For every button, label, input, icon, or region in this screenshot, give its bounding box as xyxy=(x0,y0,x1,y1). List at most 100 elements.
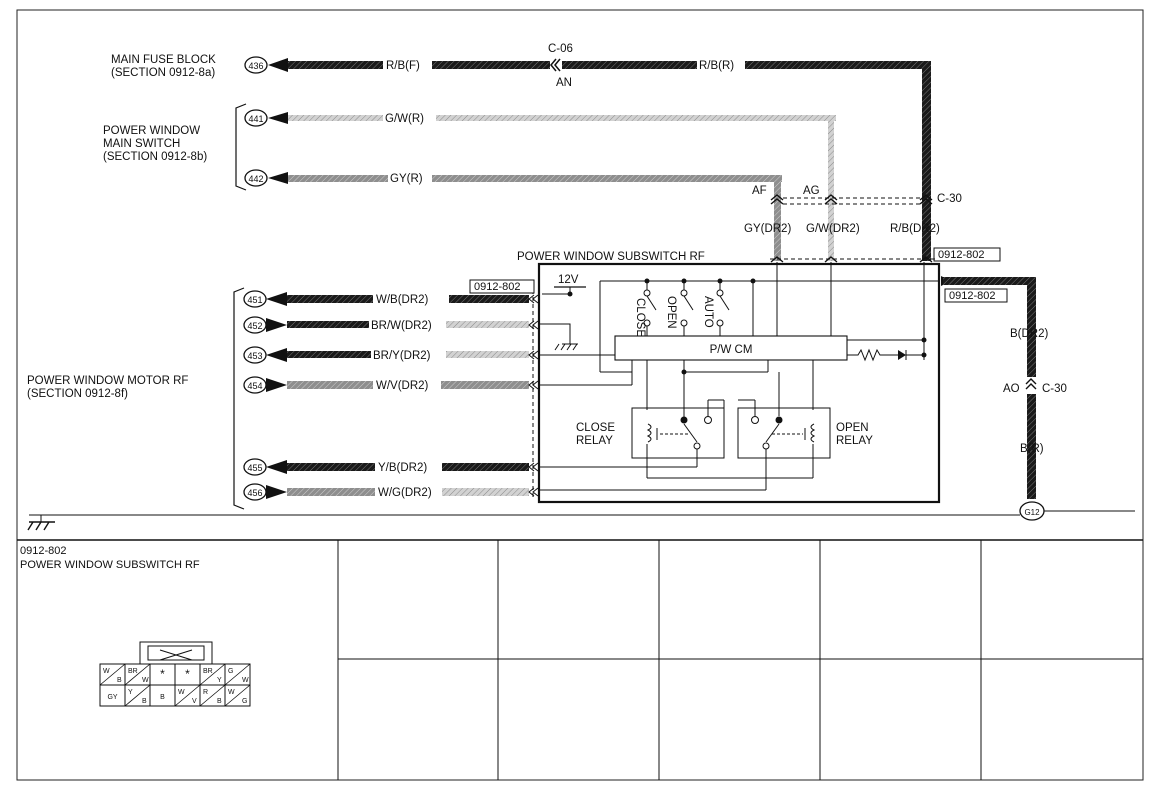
wire-gwr-seg1 xyxy=(288,115,383,121)
switch-auto-label: AUTO xyxy=(702,296,714,328)
wire-bdr2-vertical xyxy=(1027,277,1036,377)
wire-br-label: B(R) xyxy=(1020,443,1044,455)
main-switch-label-1: POWER WINDOW xyxy=(103,125,200,137)
connector-latch xyxy=(139,641,213,665)
switch-close-label: CLOSE xyxy=(634,298,646,337)
wire-gydr2-label: GY(DR2) xyxy=(744,223,791,235)
wire-wbdr2-label: W/B(DR2) xyxy=(376,294,429,306)
pin-456-icon xyxy=(528,487,539,497)
close-relay-contact-c xyxy=(693,442,701,450)
open-relay-label-2: RELAY xyxy=(836,435,873,447)
wire-brydr2-label: BR/Y(DR2) xyxy=(373,350,431,362)
wire-456-seg2 xyxy=(442,488,529,496)
connector-pin-divider xyxy=(199,663,226,686)
terminal-453-label: 453 xyxy=(247,351,262,361)
wire-ybdr2-label: Y/B(DR2) xyxy=(378,462,427,474)
wire-gwdr2-label: G/W(DR2) xyxy=(806,223,860,235)
wire-rbdr2-label: R/B(DR2) xyxy=(890,223,940,235)
wire-gyr-seg1 xyxy=(288,175,388,182)
connector-latch-x xyxy=(159,649,193,661)
internal-ground-wire xyxy=(540,323,571,344)
connector-pin-label: * xyxy=(160,667,165,681)
arrow-455-icon xyxy=(266,460,287,474)
pin-453-icon xyxy=(528,350,539,360)
relay-node xyxy=(681,369,687,375)
open-relay-contact-a xyxy=(775,416,783,424)
arrow-456-icon xyxy=(266,485,287,499)
connector-pin-divider xyxy=(99,663,126,686)
connector-tag-right-box xyxy=(944,288,1008,303)
resistor-icon xyxy=(847,348,890,362)
wire-451-seg2 xyxy=(449,295,529,303)
power-window-motor-group: POWER WINDOW MOTOR RF (SECTION 0912-8f) … xyxy=(27,279,539,510)
connector-pin-label: W xyxy=(228,689,235,696)
wire-gyr-label: GY(R) xyxy=(390,173,423,185)
connector-af-label: AF xyxy=(752,185,767,197)
terminal-436 xyxy=(244,56,268,74)
open-switch xyxy=(680,281,694,336)
terminal-442 xyxy=(244,169,268,187)
connector-tag-right: 0912-802 xyxy=(949,290,996,302)
power-window-subswitch: POWER WINDOW SUBSWITCH RF 12V CLOSE xyxy=(517,251,951,504)
ground-point-label: G12 xyxy=(1024,508,1040,517)
led-node xyxy=(921,352,927,358)
connector-pin-label: G xyxy=(242,698,247,705)
main-fuse-block-section: (SECTION 0912-8a) xyxy=(111,67,215,79)
connector-top-pins-icon xyxy=(770,256,933,263)
wire-rbf-seg2 xyxy=(432,61,550,69)
wire-rbf-label: R/B(F) xyxy=(386,60,420,72)
arrow-436-icon xyxy=(268,58,288,72)
connector-c30-top-icon xyxy=(919,194,933,205)
connector-latch-inner xyxy=(147,645,205,661)
connector-pin-label: Y xyxy=(217,677,222,684)
close-relay-label-1: CLOSE xyxy=(576,422,615,434)
open-relay-label-1: OPEN xyxy=(836,422,869,434)
connector-pin-label: BR xyxy=(203,668,213,675)
wire-br-vertical xyxy=(1027,394,1036,499)
arrow-451-icon xyxy=(266,292,287,306)
connector-ao-label: AO xyxy=(1003,383,1020,395)
wire-454-seg1 xyxy=(287,381,373,389)
open-relay-contact-c xyxy=(762,442,770,450)
wire-rbr-vertical xyxy=(922,61,931,261)
arrow-442-icon xyxy=(268,172,288,184)
wire-bdr2-label: B(DR2) xyxy=(1010,328,1049,340)
internal-ground-icon xyxy=(554,343,578,351)
connector-pin-label: W xyxy=(142,677,149,684)
voltage-label: 12V xyxy=(558,274,579,286)
main-switch-label-2: MAIN SWITCH xyxy=(103,138,180,150)
arrow-441-icon xyxy=(268,112,288,124)
connector-tag-left: 0912-802 xyxy=(474,281,521,293)
wire-451-seg1 xyxy=(287,295,373,303)
wire-brwdr2-label: BR/W(DR2) xyxy=(371,320,432,332)
connector-pin-divider xyxy=(174,684,201,707)
pw-cm-label: P/W CM xyxy=(710,344,753,356)
connector-pin-label: B xyxy=(217,698,222,705)
arrow-452-icon xyxy=(266,318,287,332)
connector-pin-divider xyxy=(224,663,251,686)
pin-452-icon xyxy=(528,320,539,330)
connector-view-name: POWER WINDOW SUBSWITCH RF xyxy=(20,559,200,571)
close-switch xyxy=(643,281,657,336)
main-switch-bracket xyxy=(235,103,247,191)
connector-c30-top-label: C-30 xyxy=(937,193,962,205)
power-window-main-switch-group: POWER WINDOW MAIN SWITCH (SECTION 0912-8… xyxy=(103,103,836,261)
motor-bracket xyxy=(233,287,245,510)
main-fuse-block-label: MAIN FUSE BLOCK xyxy=(111,54,216,66)
wire-455-seg2 xyxy=(442,463,529,471)
pin-451-icon xyxy=(528,294,539,304)
pw-cm-module xyxy=(614,335,848,361)
wire-rbf-seg1 xyxy=(288,61,383,69)
connector-view-code: 0912-802 xyxy=(20,545,67,557)
open-relay-contact-b xyxy=(751,416,759,424)
auto-switch xyxy=(716,281,730,336)
close-relay-contact-b xyxy=(704,416,712,424)
connector-tag-left-box xyxy=(469,279,535,294)
close-relay-arm xyxy=(683,423,698,443)
open-relay-box xyxy=(737,407,831,459)
subswitch-box xyxy=(537,262,941,504)
connector-pin-label: GY xyxy=(107,694,117,701)
terminal-442-label: 442 xyxy=(248,174,263,184)
